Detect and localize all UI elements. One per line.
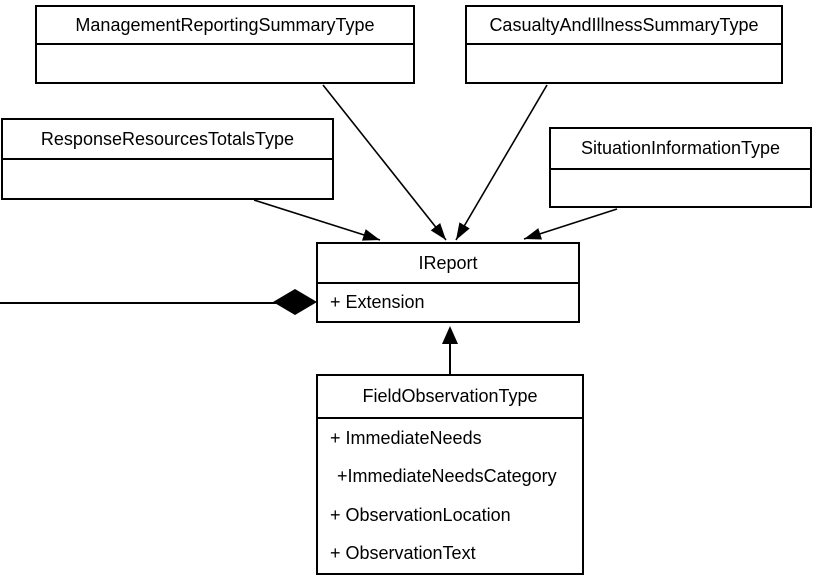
class-title: IReport xyxy=(318,244,578,284)
attribute-immediate-needs-category: +ImmediateNeedsCategory xyxy=(337,466,557,487)
composition-diamond xyxy=(273,289,317,315)
class-box-casualty-and-illness-summary-type: CasualtyAndIllnessSummaryType xyxy=(465,5,783,84)
class-attributes-empty xyxy=(3,160,332,198)
class-title: CasualtyAndIllnessSummaryType xyxy=(467,7,781,45)
class-box-situation-information-type: SituationInformationType xyxy=(549,127,812,208)
class-attributes-empty xyxy=(467,45,781,82)
class-attributes-empty xyxy=(551,170,810,206)
arrow-response-to-ireport xyxy=(253,199,381,241)
attribute-observation-text: + ObservationText xyxy=(330,543,476,564)
attribute-observation-location: + ObservationLocation xyxy=(330,504,511,525)
class-title: FieldObservationType xyxy=(318,376,582,419)
attribute-extension: + Extension xyxy=(330,292,425,312)
attribute-immediate-needs: + ImmediateNeeds xyxy=(330,427,482,448)
class-title: SituationInformationType xyxy=(551,129,810,170)
class-attributes-empty xyxy=(37,45,413,82)
arrow-casualty-to-ireport xyxy=(455,84,548,241)
class-attributes: + ImmediateNeeds +ImmediateNeedsCategory… xyxy=(318,419,582,573)
class-attributes: + Extension xyxy=(318,284,578,321)
class-box-response-resources-totals-type: ResponseResourcesTotalsType xyxy=(1,118,334,200)
class-box-ireport: IReport + Extension xyxy=(316,242,580,323)
class-title: ManagementReportingSummaryType xyxy=(37,7,413,45)
generalization-arrowhead xyxy=(442,326,458,344)
class-title: ResponseResourcesTotalsType xyxy=(3,120,332,160)
arrow-management-to-ireport xyxy=(322,84,447,241)
class-box-management-reporting-summary-type: ManagementReportingSummaryType xyxy=(35,5,415,84)
arrow-situation-to-ireport xyxy=(523,208,618,240)
class-box-field-observation-type: FieldObservationType + ImmediateNeeds +I… xyxy=(316,374,584,575)
